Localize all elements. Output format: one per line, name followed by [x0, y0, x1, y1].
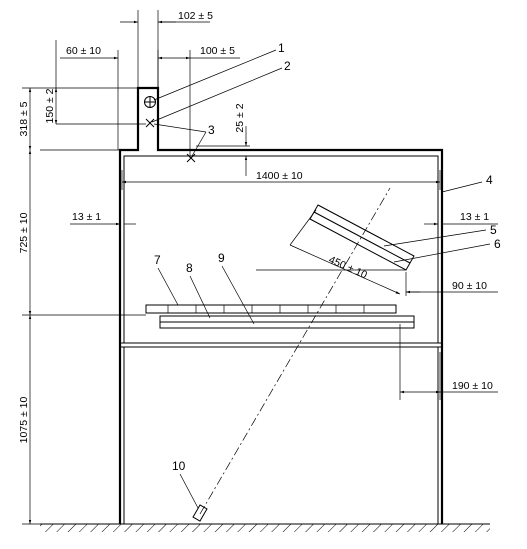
callout-4: 4 [486, 173, 493, 187]
dim-102: 102 ± 5 [178, 10, 213, 22]
callout-3: 3 [208, 123, 215, 137]
chimney-instrumentation [144, 96, 196, 163]
dimension-labels: 102 ± 5 60 ± 10 100 ± 5 150 ± 2 318 ± 5 … [18, 10, 493, 443]
callout-1: 1 [278, 41, 285, 55]
dim-450: 450 ± 10 [327, 254, 369, 282]
callout-numbers: 1 2 3 4 5 6 7 8 9 10 [154, 41, 501, 473]
callout-9: 9 [218, 251, 225, 265]
radiant-panel [309, 204, 415, 271]
ground [40, 523, 490, 532]
dim-150: 150 ± 2 [44, 88, 56, 123]
burner-axis [192, 187, 391, 522]
dim-190: 190 ± 10 [452, 380, 493, 392]
dim-318: 318 ± 5 [18, 101, 30, 136]
dim-25: 25 ± 2 [234, 103, 246, 132]
callout-7: 7 [154, 253, 161, 267]
callout-leaders [151, 49, 491, 509]
dim-725: 725 ± 10 [18, 212, 30, 253]
extension-lines [22, 10, 441, 525]
callout-8: 8 [186, 261, 193, 275]
dimension-lines [28, 20, 498, 524]
dim-90: 90 ± 10 [452, 280, 487, 292]
callout-2: 2 [284, 59, 291, 73]
dim-13-left: 13 ± 1 [72, 211, 101, 223]
callout-10: 10 [172, 459, 186, 473]
callout-6: 6 [494, 237, 501, 251]
inner-lining [123, 155, 439, 343]
dim-100: 100 ± 5 [200, 45, 235, 57]
specimen-holder [145, 304, 415, 329]
dim-1075: 1075 ± 10 [18, 397, 30, 444]
dim-60: 60 ± 10 [66, 45, 101, 57]
cabinet-outline [118, 86, 444, 524]
callout-5: 5 [490, 223, 497, 237]
dim-1400: 1400 ± 10 [256, 170, 303, 182]
dim-13-right: 13 ± 1 [460, 211, 489, 223]
